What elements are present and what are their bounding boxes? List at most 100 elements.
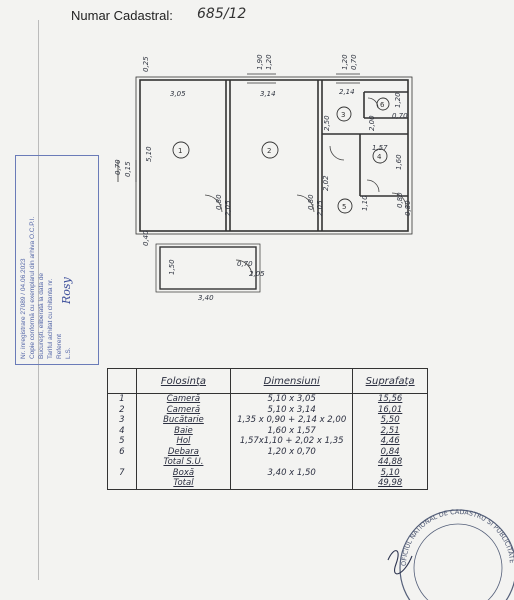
dim-1-20-top: 1,20 [265, 54, 273, 70]
row-area: 15,56 [352, 393, 428, 405]
dim-1-20-box: 1,20 [394, 92, 402, 108]
official-round-stamp: OFICIUL NATIONAL DE CADASTRU SI PUBLICIT… [384, 486, 514, 600]
room-4-label: 4 [377, 153, 382, 161]
row-area: 44,88 [352, 457, 428, 468]
area-table-container: Folosinţa Dimensiuni Suprafaţa 1 Cameră … [107, 368, 428, 517]
table-row: 5 Hol 1,57x1,10 + 2,02 x 1,35 4,46 [107, 436, 428, 447]
row-nr: 2 [107, 404, 137, 415]
dim-1-90: 1,90 [256, 54, 264, 70]
row-use: Cameră [135, 404, 232, 415]
row-dimensions: 3,40 x 1,50 [230, 467, 354, 478]
row-area: 5,50 [352, 415, 428, 426]
table-header-row: Folosinţa Dimensiuni Suprafaţa [107, 368, 428, 394]
dim-0-70-left: 0,70 [114, 159, 122, 175]
dim-1-20-right: 1,20 [341, 54, 349, 70]
dim-1-50: 1,50 [168, 259, 176, 275]
row-dimensions: 1,35 x 0,90 + 2,14 x 2,00 [230, 415, 354, 426]
row-dimensions: 5,10 x 3,14 [230, 404, 354, 415]
dim-1-10: 1,10 [361, 195, 369, 211]
stamp-line: L.S. [65, 347, 72, 359]
room-5-label: 5 [342, 203, 346, 211]
dim-0-80-a: 0,80 [215, 194, 223, 210]
area-table: Folosinţa Dimensiuni Suprafaţa 1 Cameră … [107, 368, 428, 490]
row-nr [107, 457, 137, 468]
dim-0-15: 0,15 [124, 161, 132, 177]
stamp-arc-text: OFICIUL NATIONAL DE CADASTRU SI PUBLICIT… [384, 486, 514, 566]
row-nr: 4 [107, 425, 137, 436]
stamp-line: Bucureşti, eliberată la data de [38, 273, 45, 359]
stamp-line: Nr. inregistrare 27089 / 04.06.2023 [20, 258, 27, 359]
table-row: 2 Cameră 5,10 x 3,14 16,01 [107, 404, 428, 415]
row-nr: 3 [107, 415, 137, 426]
row-use: Hol [135, 436, 232, 447]
stamp-signature [387, 550, 413, 575]
row-area: 49,98 [352, 478, 428, 490]
dim-2-00: 2,00 [368, 115, 376, 131]
box-room-walls [155, 243, 261, 293]
row-nr: 1 [107, 393, 137, 405]
row-dimensions [230, 478, 354, 490]
table-row-subtotal: Total S.U. 44,88 [107, 457, 428, 468]
stamp-line: Tariful achitat cu chitanta nr. [47, 278, 54, 359]
dim-1-57: 1,57 [372, 144, 388, 152]
row-use: Baie [135, 425, 232, 436]
cadastral-number-label: Numar Cadastral: [71, 8, 173, 23]
table-row: 1 Cameră 5,10 x 3,05 15,56 [107, 393, 428, 405]
row-nr [107, 478, 137, 490]
floor-plan-walls [135, 76, 413, 235]
dim-0-70-box7: 0,70 [237, 260, 253, 268]
dim-0-25: 0,25 [142, 56, 150, 72]
dim-0-80-c: 0,80 [396, 192, 404, 208]
room-3-label: 3 [341, 111, 345, 119]
dim-2-50: 2,50 [323, 115, 331, 131]
room-6-label: 6 [380, 101, 385, 109]
table-row-total: Total 49,98 [107, 478, 428, 490]
dim-0-70-box: 0,70 [392, 112, 408, 120]
row-dimensions: 1,60 x 1,57 [230, 425, 354, 436]
row-area: 5,10 [352, 467, 428, 478]
row-use: Bucătarie [135, 415, 232, 426]
stamp-line: Referent [56, 334, 63, 359]
row-dimensions [230, 457, 354, 468]
row-nr: 7 [107, 467, 137, 478]
row-area: 16,01 [352, 404, 428, 415]
room-1-label: 1 [178, 147, 182, 155]
dim-0-80-d: 0,80 [404, 200, 412, 216]
row-use: Boxă [135, 467, 232, 478]
row-use: Debara [135, 446, 232, 457]
dim-5-10: 5,10 [145, 146, 153, 162]
row-dimensions: 1,57x1,10 + 2,02 x 1,35 [230, 436, 354, 447]
row-use: Total [135, 478, 232, 490]
handwritten-signature: Rosy [60, 277, 73, 304]
row-nr: 5 [107, 436, 137, 447]
dim-0-80-b: 0,80 [307, 194, 315, 210]
dim-1-60: 1,60 [395, 154, 403, 170]
row-dimensions: 5,10 x 3,05 [230, 393, 354, 405]
room-2-label: 2 [267, 147, 271, 155]
stamp-arc-path: OFICIUL NATIONAL DE CADASTRU SI PUBLICIT… [384, 486, 514, 566]
row-dimensions: 1,20 x 0,70 [230, 446, 354, 457]
table-row: 4 Baie 1,60 x 1,57 2,51 [107, 425, 428, 436]
dim-3-05: 3,05 [170, 90, 186, 98]
row-nr: 6 [107, 446, 137, 457]
row-area: 2,51 [352, 425, 428, 436]
col-header-use: Folosinţa [135, 368, 232, 394]
dim-2-02: 2,02 [322, 175, 330, 191]
dim-2-05-box7: 2,05 [249, 270, 265, 278]
row-use: Total S.U. [135, 457, 232, 468]
table-row: 6 Debara 1,20 x 0,70 0,84 [107, 446, 428, 457]
dim-2-14: 2,14 [339, 88, 355, 96]
dim-3-40: 3,40 [198, 294, 214, 302]
col-header-dimensions: Dimensiuni [230, 368, 354, 394]
row-area: 4,46 [352, 436, 428, 447]
room-markers [172, 97, 390, 214]
certification-stamp: Nr. inregistrare 27089 / 04.06.2023 Copi… [15, 155, 99, 365]
dim-3-14: 3,14 [260, 90, 276, 98]
cadastral-number-value: 685/12 [197, 6, 247, 22]
dim-2-05-b: 2,05 [316, 200, 324, 216]
margin-line [38, 20, 39, 580]
row-use: Cameră [135, 393, 232, 405]
door-swings [204, 97, 407, 213]
table-row: 3 Bucătarie 1,35 x 0,90 + 2,14 x 2,00 5,… [107, 415, 428, 426]
